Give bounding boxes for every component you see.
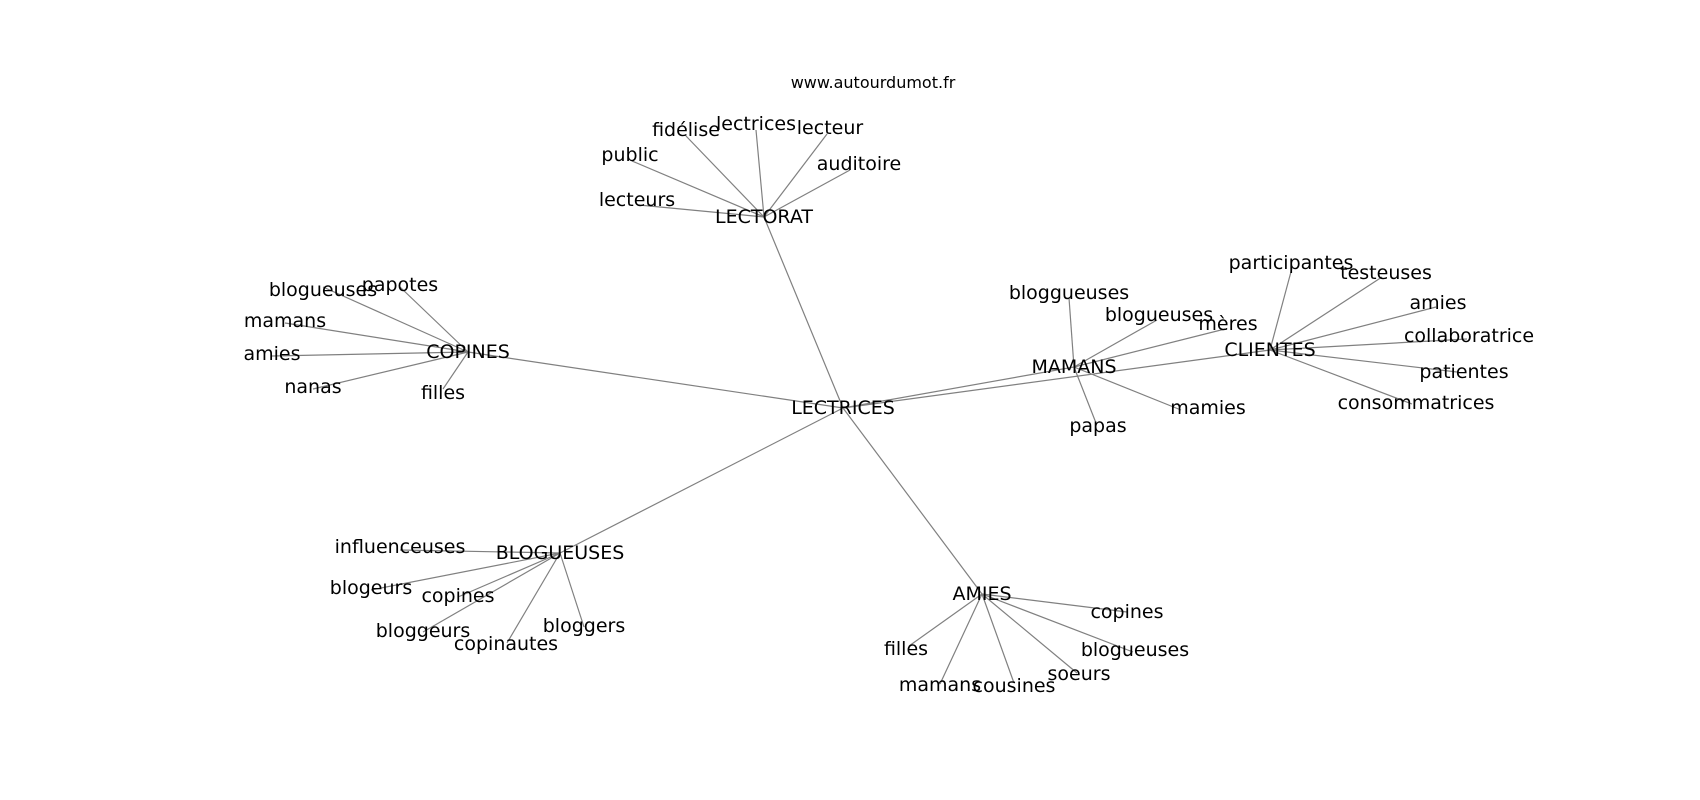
edge-clientes-3	[1269, 338, 1468, 351]
leaf-node-copines-4: nanas	[284, 376, 341, 398]
leaf-node-amies-4: cousines	[973, 675, 1056, 697]
leaf-node-copines-5: filles	[421, 382, 465, 404]
edge-blogueuses-2	[457, 552, 561, 598]
edge-lectorat-3	[631, 160, 765, 218]
leaf-node-clientes-5: consommatrices	[1338, 392, 1495, 414]
leaf-node-lectorat-3: public	[601, 144, 658, 166]
edge-lectorat-0	[685, 135, 765, 218]
edge-copines-4	[312, 351, 469, 390]
hub-node-amies: AMIES	[952, 583, 1011, 605]
leaf-node-amies-0: copines	[1090, 601, 1163, 623]
hub-node-mamans: MAMANS	[1031, 356, 1116, 378]
edge-clientes-1	[1269, 276, 1383, 351]
edge-blogueuses-3	[422, 552, 561, 633]
edge-lectrices-mamans	[842, 366, 1075, 409]
edge-clientes-5	[1269, 349, 1413, 405]
leaf-node-lectorat-5: lecteurs	[599, 189, 675, 211]
edge-blogueuses-4	[506, 552, 561, 644]
edge-lectorat-4	[763, 169, 851, 218]
edge-mamans-1	[1073, 319, 1158, 368]
edge-lectrices-amies	[842, 407, 983, 595]
edge-lectrices-lectorat	[763, 216, 844, 409]
leaf-node-amies-2: blogueuses	[1081, 639, 1189, 661]
leaf-node-clientes-4: patientes	[1419, 361, 1508, 383]
leaf-node-blogueuses-1: blogeurs	[330, 577, 412, 599]
leaf-node-mamans-4: papas	[1069, 415, 1126, 437]
leaf-node-blogueuses-3: bloggeurs	[376, 620, 471, 642]
edge-blogueuses-0	[399, 549, 561, 554]
leaf-node-blogueuses-4: copinautes	[454, 633, 558, 655]
edge-mamans-2	[1073, 328, 1226, 368]
edge-clientes-4	[1269, 349, 1458, 373]
edge-copines-1	[399, 286, 469, 353]
edge-amies-0	[981, 593, 1128, 613]
edge-mamans-0	[1068, 297, 1075, 368]
edge-copines-2	[284, 322, 469, 353]
edge-copines-5	[442, 351, 469, 390]
leaf-node-lectorat-0: fidélise	[652, 119, 720, 141]
hub-node-blogueuses: BLOGUEUSES	[496, 542, 625, 564]
leaf-node-blogueuses-2: copines	[421, 585, 494, 607]
leaf-node-mamans-0: bloggueuses	[1009, 282, 1129, 304]
leaf-node-amies-3: soeurs	[1048, 663, 1111, 685]
hub-node-copines: COPINES	[426, 341, 510, 363]
edge-lectrices-clientes	[842, 349, 1271, 409]
edge-lectrices-copines	[467, 351, 844, 409]
edge-lectorat-5	[638, 204, 765, 218]
leaf-node-copines-0: blogueuses	[269, 279, 377, 301]
leaf-node-mamans-2: mères	[1198, 313, 1257, 335]
edge-lectorat-2	[763, 133, 828, 218]
edge-copines-0	[322, 286, 469, 353]
graph-edges	[271, 129, 1468, 685]
edge-lectorat-1	[755, 129, 765, 218]
leaf-node-amies-1: filles	[884, 638, 928, 660]
leaf-node-clientes-3: collaboratrice	[1404, 325, 1534, 347]
leaf-node-copines-3: amies	[243, 343, 300, 365]
leaf-node-lectorat-1: lectrices	[716, 113, 796, 135]
leaf-node-copines-2: mamans	[244, 310, 326, 332]
leaf-node-clientes-0: participantes	[1229, 252, 1354, 274]
edge-amies-4	[981, 593, 1015, 684]
leaf-node-lectorat-2: lecteur	[797, 117, 864, 139]
leaf-node-amies-5: mamans	[899, 674, 981, 696]
edge-blogueuses-1	[370, 552, 561, 591]
edge-blogueuses-5	[559, 552, 585, 628]
leaf-node-clientes-2: amies	[1409, 292, 1466, 314]
hub-node-lectorat: LECTORAT	[715, 206, 813, 228]
edge-lectrices-blogueuses	[559, 407, 844, 554]
hub-node-clientes: CLIENTES	[1224, 339, 1315, 361]
leaf-node-blogueuses-0: influenceuses	[335, 536, 466, 558]
leaf-node-mamans-3: mamies	[1170, 397, 1246, 419]
leaf-node-copines-1: papotes	[362, 274, 438, 296]
edge-copines-3	[271, 351, 469, 357]
edge-amies-1	[908, 593, 983, 647]
edge-mamans-3	[1073, 366, 1182, 411]
source-watermark: www.autourdumot.fr	[791, 73, 956, 92]
edge-amies-2	[981, 593, 1134, 653]
leaf-node-lectorat-4: auditoire	[817, 153, 901, 175]
edge-amies-3	[981, 593, 1078, 674]
leaf-node-blogueuses-5: bloggers	[543, 615, 626, 637]
leaf-node-mamans-1: blogueuses	[1105, 304, 1213, 326]
edge-mamans-4	[1073, 366, 1097, 424]
edge-amies-5	[939, 593, 983, 685]
edge-clientes-0	[1269, 267, 1293, 351]
center-node-label: LECTRICES	[791, 397, 895, 419]
leaf-node-clientes-1: testeuses	[1340, 262, 1432, 284]
edge-clientes-2	[1269, 306, 1437, 351]
